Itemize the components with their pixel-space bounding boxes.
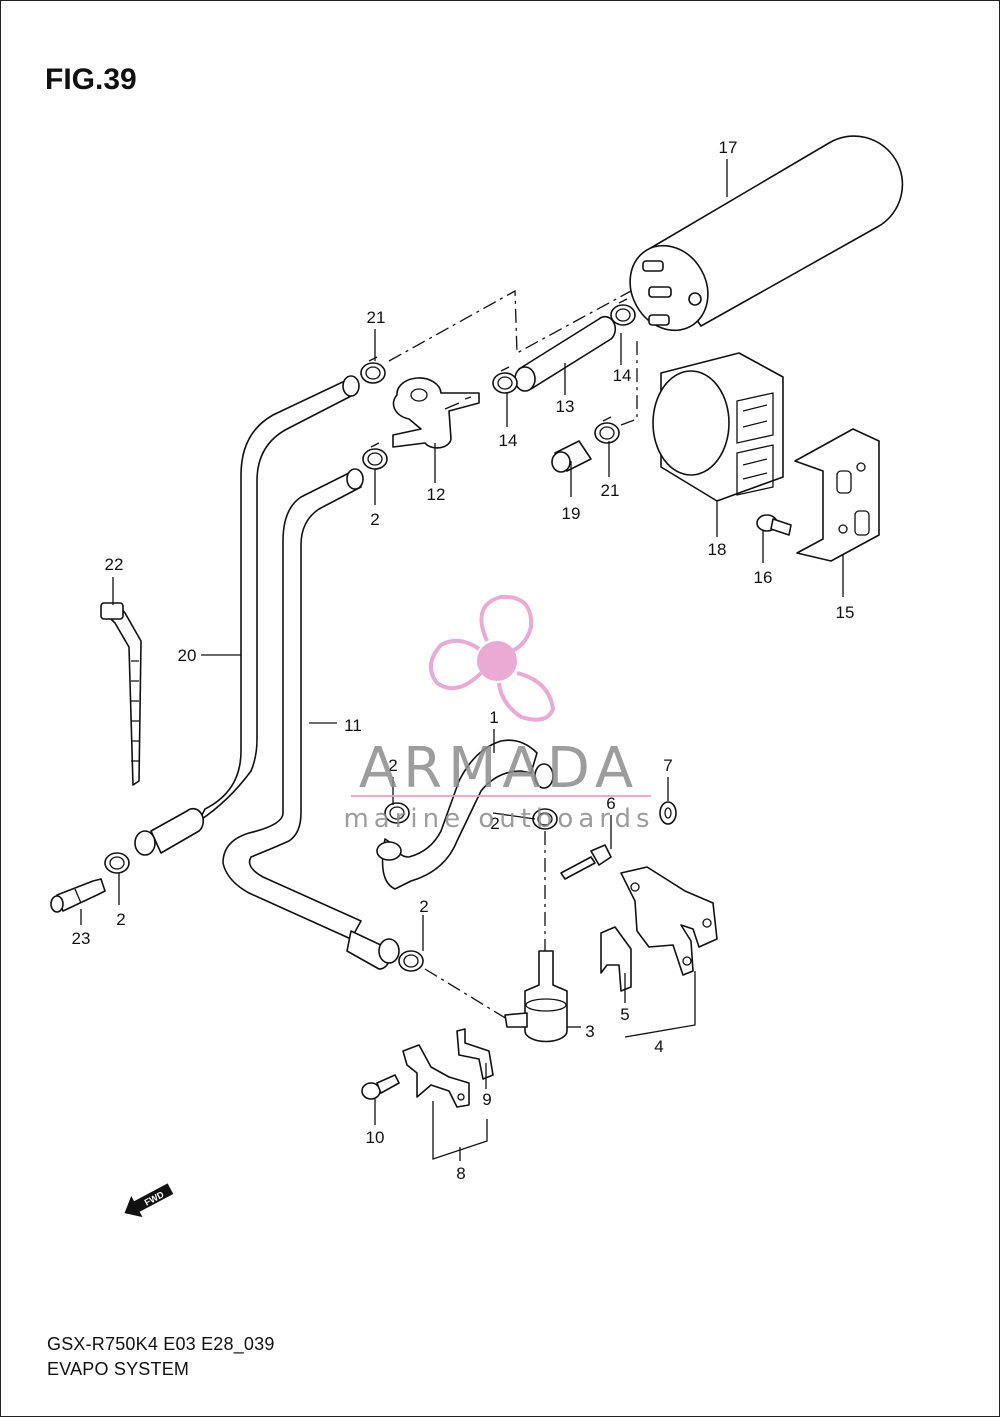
callout-3: 3 [585,1022,594,1041]
cable-tie-part [100,602,142,786]
clamp-2b [384,802,410,824]
callout-11: 11 [344,716,362,735]
clamp-2e [398,950,424,972]
bracket-part [794,428,880,562]
watermark-tagline: marine outboards [343,804,654,834]
washer-part [659,801,677,825]
callout-22: 22 [105,555,124,574]
callout-19: 19 [562,504,581,523]
callout-8: 8 [456,1164,465,1183]
callout-6: 6 [606,794,615,813]
callout-7: 7 [663,756,672,775]
cap-part [551,440,592,473]
callout-5: 5 [620,1005,629,1024]
callout-20: 20 [178,646,197,665]
bracket-5-part [600,926,632,992]
hose-11-part [222,468,400,970]
callout-18: 18 [708,540,727,559]
purge-valve-part [504,950,568,1043]
valve-part [392,377,480,449]
bolt-part [756,514,792,536]
callout-4: 4 [654,1037,663,1056]
callout-21a: 21 [367,308,386,327]
propeller-icon [429,594,556,722]
hose-13-part [514,315,617,392]
callout-2e: 2 [419,897,428,916]
watermark-brand: ARMADA [359,736,639,801]
fitting-part [50,878,106,913]
callout-9: 9 [482,1090,491,1109]
holder-part [652,352,784,502]
callout-1: 1 [489,708,498,727]
callout-13: 13 [556,397,575,416]
hose-20-part [134,375,360,856]
callout-15: 15 [836,603,855,622]
clamp-21b [594,416,620,444]
screw-part [361,1074,400,1100]
callout-14b: 14 [499,431,518,450]
bracket-8-part [402,1044,470,1108]
figure-title: FIG.39 [45,63,137,96]
bracket-assy-4 [620,866,718,976]
clamp-2a [362,442,388,470]
callout-10: 10 [366,1128,385,1147]
clamp-2d [104,852,130,874]
callout-16: 16 [754,568,773,587]
watermark-logo: ARMADA marine outboards [343,594,654,834]
clamp-21a [360,356,386,384]
callout-2c: 2 [490,814,499,833]
callout-17: 17 [719,138,738,157]
clamp-14b [610,298,636,326]
callout-21b: 21 [601,481,620,500]
callout-2b: 2 [388,756,397,775]
rivet-part [560,844,612,880]
hose-1-part [376,739,554,890]
callout-23: 23 [72,929,91,948]
system-name: EVAPO SYSTEM [47,1359,190,1379]
bracket-9-part [456,1028,494,1080]
fwd-arrow-icon: FWD [124,1183,174,1218]
callout-14a: 14 [613,366,632,385]
callout-12: 12 [427,485,446,504]
model-code: GSX-R750K4 E03 E28_039 [47,1334,275,1354]
clamp-14a [492,366,518,394]
callout-2a: 2 [370,510,379,529]
callout-2d: 2 [116,910,125,929]
canister-part [629,135,904,332]
